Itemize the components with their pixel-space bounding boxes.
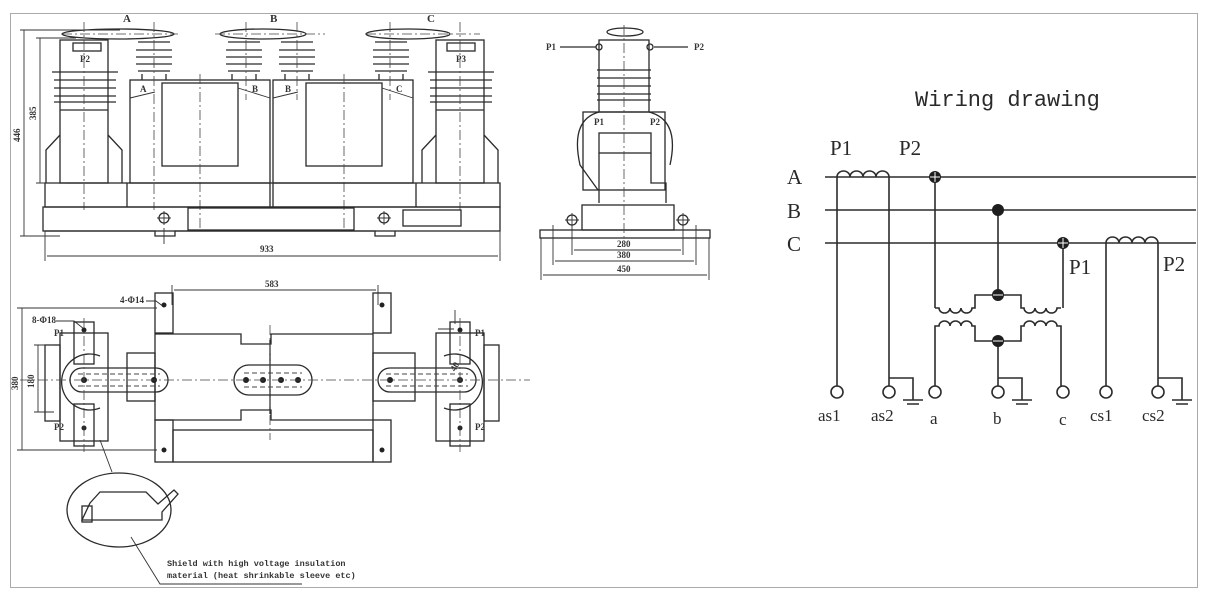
- left-bushing: [45, 39, 123, 184]
- side-view: P1 P2 P1 P2 280 380 450: [539, 25, 711, 280]
- dimension-933: 933: [44, 231, 501, 261]
- svg-text:583: 583: [265, 279, 279, 289]
- bushing-label-p2: P2: [80, 54, 90, 64]
- terminal-hole-note: 8-Φ18: [32, 315, 56, 325]
- svg-text:380: 380: [617, 250, 631, 260]
- side-terminal-p2: P2: [694, 42, 704, 52]
- phase-label-c: C: [427, 13, 435, 25]
- top-view: 583 4-Φ14 8-Φ18: [10, 279, 530, 463]
- shield-detail: Shield with high voltage insulation mate…: [66, 439, 356, 585]
- wiring-title: Wiring drawing: [915, 88, 1100, 113]
- dimension-385: 385: [28, 37, 76, 184]
- phase-label-a: A: [123, 13, 131, 25]
- svg-text:446: 446: [12, 128, 22, 142]
- junction-dots: [929, 171, 1069, 347]
- pt-secondary-right: [998, 320, 1062, 386]
- top-left-p2: P2: [54, 422, 64, 432]
- right-ct-p2-label: P2: [1163, 252, 1185, 276]
- side-terminal-p1: P1: [546, 42, 556, 52]
- dimension-380-depth: 380: [10, 307, 157, 451]
- terminal-label-b1: B: [252, 84, 258, 94]
- svg-text:385: 385: [28, 106, 38, 120]
- detail-note-line1: Shield with high voltage insulation: [167, 559, 346, 569]
- dimension-450: 450: [540, 238, 710, 280]
- pt-primary-left: [935, 294, 998, 314]
- dimension-280: 280: [571, 225, 684, 255]
- base-plate: [42, 182, 501, 244]
- dimension-583: 583: [171, 279, 379, 305]
- dimension-380: 380: [552, 225, 697, 265]
- ground-b: [998, 377, 1032, 405]
- svg-text:280: 280: [617, 239, 631, 249]
- left-ct-p1-label: P1: [830, 136, 852, 160]
- phase-label-b: B: [270, 13, 278, 25]
- phase-busbar-c: [365, 28, 480, 40]
- terminal-label-c: c: [1059, 410, 1067, 429]
- terminal-label-a: A: [140, 84, 147, 94]
- pt-primary-right: [998, 294, 1061, 314]
- phase-b-label: B: [787, 199, 801, 223]
- terminal-label-as1: as1: [818, 406, 841, 425]
- detail-note-line2: material (heat shrinkable sleeve etc): [167, 571, 356, 581]
- top-left-p1: P1: [54, 328, 64, 338]
- right-ct-coil: [1105, 236, 1159, 244]
- front-view: A B C P2 P3: [12, 13, 501, 261]
- terminal-label-c: C: [396, 84, 403, 94]
- terminal-label-a: a: [930, 409, 938, 428]
- terminal-circles: [830, 385, 1165, 399]
- top-right-p1: P1: [475, 328, 485, 338]
- drawing-frame: [10, 13, 1198, 588]
- phase-busbar-b: [215, 28, 325, 40]
- left-ct-coil: [836, 170, 890, 178]
- terminal-label-b2: B: [285, 84, 291, 94]
- top-right-p2: P2: [475, 422, 485, 432]
- terminal-label-b: b: [993, 409, 1002, 428]
- phase-a-label: A: [787, 165, 803, 189]
- terminal-label-cs2: cs2: [1142, 406, 1165, 425]
- svg-text:380: 380: [10, 376, 20, 390]
- side-inner-p2: P2: [650, 117, 660, 127]
- dimension-180: 180: [26, 344, 54, 413]
- ground-cs2: [1158, 377, 1192, 405]
- phase-c-label: C: [787, 232, 801, 256]
- wiring-diagram: Wiring drawing P1 P2 A B C P1 P2: [787, 88, 1196, 429]
- side-inner-p1: P1: [594, 117, 604, 127]
- bushing-label-p3: P3: [456, 54, 466, 64]
- svg-text:450: 450: [617, 264, 631, 274]
- pt-secondary-left: [934, 320, 998, 386]
- mounting-hole-note: 4-Φ14: [120, 295, 144, 305]
- ground-as2: [889, 377, 923, 405]
- svg-text:180: 180: [26, 374, 36, 388]
- transformer-body-right: [272, 74, 414, 230]
- terminal-label-as2: as2: [871, 406, 894, 425]
- phase-busbar-a: [61, 28, 178, 40]
- left-ct-p2-label: P2: [899, 136, 921, 160]
- small-insulators: [136, 41, 409, 80]
- dimension-446: 446: [12, 29, 120, 237]
- right-ct-p1-label: P1: [1069, 255, 1091, 279]
- svg-text:933: 933: [260, 244, 274, 254]
- terminal-label-cs1: cs1: [1090, 406, 1113, 425]
